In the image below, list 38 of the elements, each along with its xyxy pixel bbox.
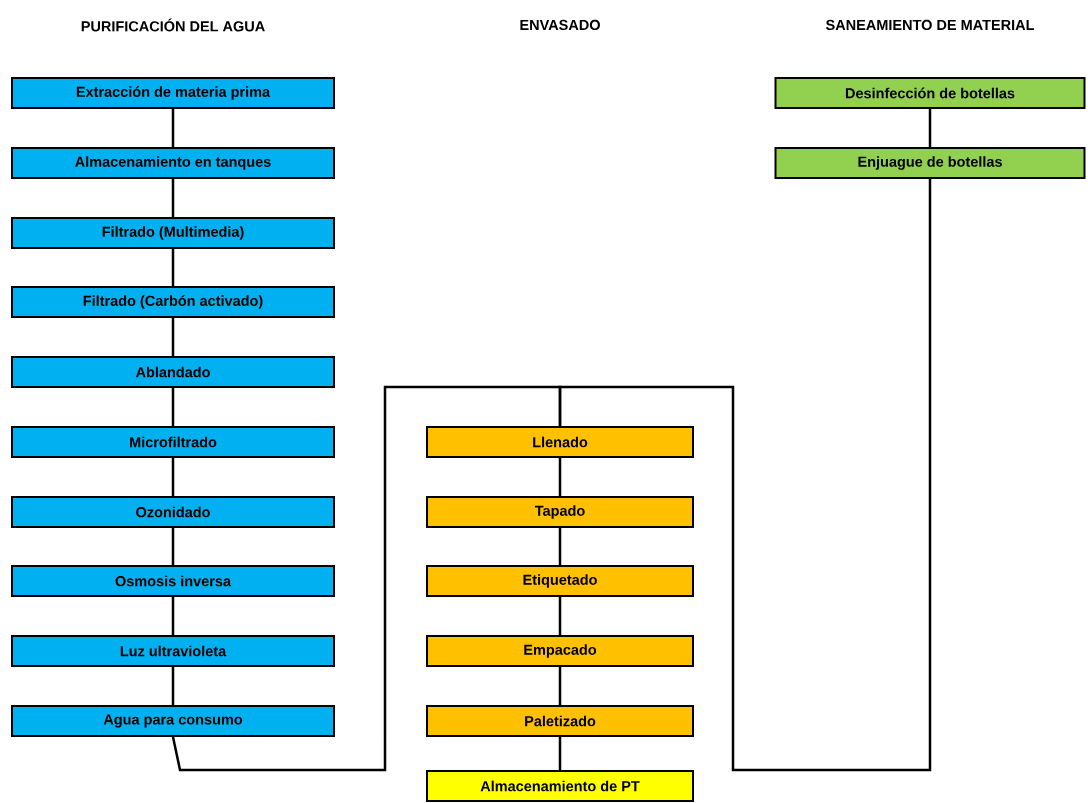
process-box: Llenado	[426, 426, 694, 458]
process-box: Extracción de materia prima	[11, 77, 335, 109]
process-box: Osmosis inversa	[11, 565, 335, 597]
connector-line	[171, 385, 562, 772]
process-box: Almacenamiento de PT	[426, 770, 694, 802]
column-heading: PURIFICACIÓN DEL AGUA	[81, 18, 265, 32]
process-box: Almacenamiento en tanques	[11, 147, 335, 179]
connector-line	[558, 458, 562, 496]
connector-line	[171, 528, 175, 565]
connector-line	[171, 597, 175, 635]
connector-line	[928, 109, 932, 147]
process-box: Enjuague de botellas	[774, 147, 1086, 179]
connector-line	[171, 667, 175, 705]
connector-line	[171, 249, 175, 286]
process-box: Luz ultravioleta	[11, 635, 335, 667]
connector-line	[558, 597, 562, 635]
process-box: Ozonidado	[11, 496, 335, 528]
connector-line	[171, 179, 175, 217]
process-box: Ablandado	[11, 356, 335, 388]
process-box: Filtrado (Multimedia)	[11, 217, 335, 249]
process-box: Tapado	[426, 496, 694, 528]
process-box: Etiquetado	[426, 565, 694, 597]
column-heading: ENVASADO	[520, 19, 600, 31]
connector-line	[171, 458, 175, 496]
process-box: Desinfección de botellas	[774, 77, 1086, 109]
connector-line	[171, 318, 175, 356]
connector-line	[558, 179, 932, 772]
process-box: Empacado	[426, 635, 694, 667]
process-box: Paletizado	[426, 705, 694, 737]
process-box: Agua para consumo	[11, 705, 335, 737]
connector-line	[171, 109, 175, 147]
connector-line	[558, 528, 562, 565]
connector-line	[558, 737, 562, 770]
process-box: Microfiltrado	[11, 426, 335, 458]
connector-line	[558, 667, 562, 705]
connector-line	[171, 388, 175, 426]
column-heading: SANEAMIENTO DE MATERIAL	[825, 19, 1034, 31]
process-box: Filtrado (Carbón activado)	[11, 286, 335, 318]
